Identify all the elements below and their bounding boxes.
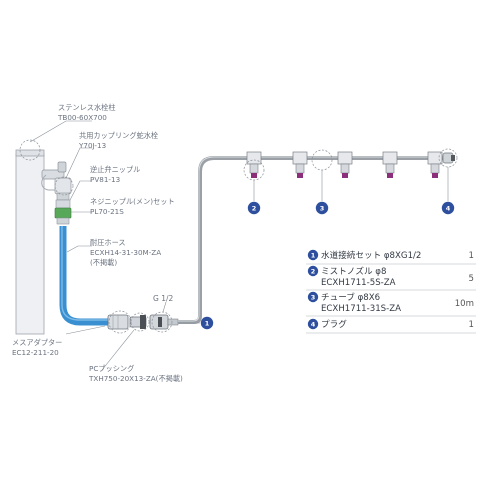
label-pressure-hose: 耐圧ホース ECXH14-31-30M-ZA (不掲載) [90,238,161,267]
parts-row-1-name: 水道接続セット φ8XG1/2 [321,249,421,261]
parts-row-4: 4 プラグ 1 [306,318,476,334]
label-female-adapter-name: メスアダプター [12,338,62,347]
label-nipple-set-code: PL70-21S [90,207,124,216]
parts-row-1: 1 水道接続セット φ8XG1/2 1 [306,249,476,265]
label-female-adapter: メスアダプター EC12-211-20 [12,338,62,357]
callout-circle-bushing [130,312,150,332]
leader-line-coupling [65,147,92,179]
mist-tube [178,156,445,324]
pc-bushing [129,315,147,329]
parts-row-4-badge: 4 [311,320,316,328]
badge-3: 3 [315,201,329,215]
label-stainless-post-code: TB00-60X700 [57,113,107,122]
badge-1: 1 [200,316,214,330]
callout-circle-post [19,139,41,161]
parts-row-3-name: チューブ φ8X6 [321,291,380,303]
parts-row-4-name: プラグ [321,318,347,330]
pressure-hose [59,226,110,326]
parts-row-4-qty: 1 [469,320,474,330]
label-pc-bushing: PCブッシング TXH750-20X13-ZA(不掲載) [88,364,183,383]
check-valve-nipple [55,199,71,209]
label-nipple-set: ネジニップル(メン)セット PL70-21S [90,197,175,216]
faucet-spout [41,161,67,191]
badge-2: 2 [247,201,261,215]
label-nipple-set-name: ネジニップル(メン)セット [90,197,175,206]
parts-row-2-name: ミストノズル φ8 [321,265,386,277]
leader-line-adapter [65,325,106,335]
stainless-faucet-post [15,149,45,335]
badge-4-number: 4 [446,205,451,213]
nozzle-2 [292,151,308,178]
label-pc-bushing-code: TXH750-20X13-ZA(不掲載) [88,374,183,383]
label-stainless-post-name: ステンレス水栓柱 [58,103,116,112]
callout-circle-coupling [54,176,74,196]
label-female-adapter-code: EC12-211-20 [12,348,59,357]
female-adapter [107,314,129,330]
leader-line-hose [66,245,92,253]
badge-2-number: 2 [252,205,257,213]
parts-row-3-qty: 10m [455,299,474,309]
screw-nipple-set [54,207,72,225]
label-pressure-hose-code: ECXH14-31-30M-ZA [90,248,161,257]
label-coupling-name: 共用カップリング蛇水栓 [79,131,158,140]
parts-row-2-badge: 2 [311,267,316,275]
leader-line-bushing [101,329,135,371]
label-check-valve-name: 逆止弁ニップル [90,165,140,174]
leader-line-check-valve [69,180,92,201]
label-check-valve-code: PV81-13 [90,175,120,184]
parts-list: 1 水道接続セット φ8XG1/2 1 2 ミストノズル φ8 ECXH1711… [306,249,476,334]
label-pressure-hose-name: 耐圧ホース [90,238,126,247]
plug [442,152,455,164]
nozzle-4 [382,151,398,178]
nozzle-5 [427,151,443,178]
label-g-half: G 1/2 [153,294,173,303]
parts-row-2: 2 ミストノズル φ8 ECXH1711-5S-ZA 5 [306,265,476,291]
label-pressure-hose-note: (不掲載) [90,258,117,267]
callout-circle-connector [151,311,173,333]
parts-row-1-badge: 1 [311,251,316,259]
label-check-valve: 逆止弁ニップル PV81-13 [90,165,140,184]
water-connection-fitting [149,314,179,330]
parts-row-3-code: ECXH1711-31S-ZA [321,304,401,314]
badge-4: 4 [441,201,455,215]
callout-circle-plug [438,148,458,168]
parts-row-1-qty: 1 [469,251,474,261]
nozzle-3 [337,151,353,178]
parts-row-2-qty: 5 [469,274,474,284]
callout-circle-adapter [108,310,132,334]
badge-1-number: 1 [205,320,210,328]
label-coupling: 共用カップリング蛇水栓 Y70J-13 [78,131,158,150]
label-pc-bushing-name: PCブッシング [89,364,134,373]
label-coupling-code: Y70J-13 [78,141,106,150]
label-stainless-post: ステンレス水栓柱 TB00-60X700 [57,103,116,122]
parts-row-3: 3 チューブ φ8X6 ECXH1711-31S-ZA 10m [306,291,476,317]
badge-3-number: 3 [320,205,325,213]
coupling-fitting [54,177,72,201]
parts-row-3-badge: 3 [311,293,316,301]
parts-row-2-code: ECXH1711-5S-ZA [321,278,396,288]
nozzle-1 [246,151,262,178]
leader-line-post [29,120,92,143]
leader-line-g-half [162,301,167,313]
